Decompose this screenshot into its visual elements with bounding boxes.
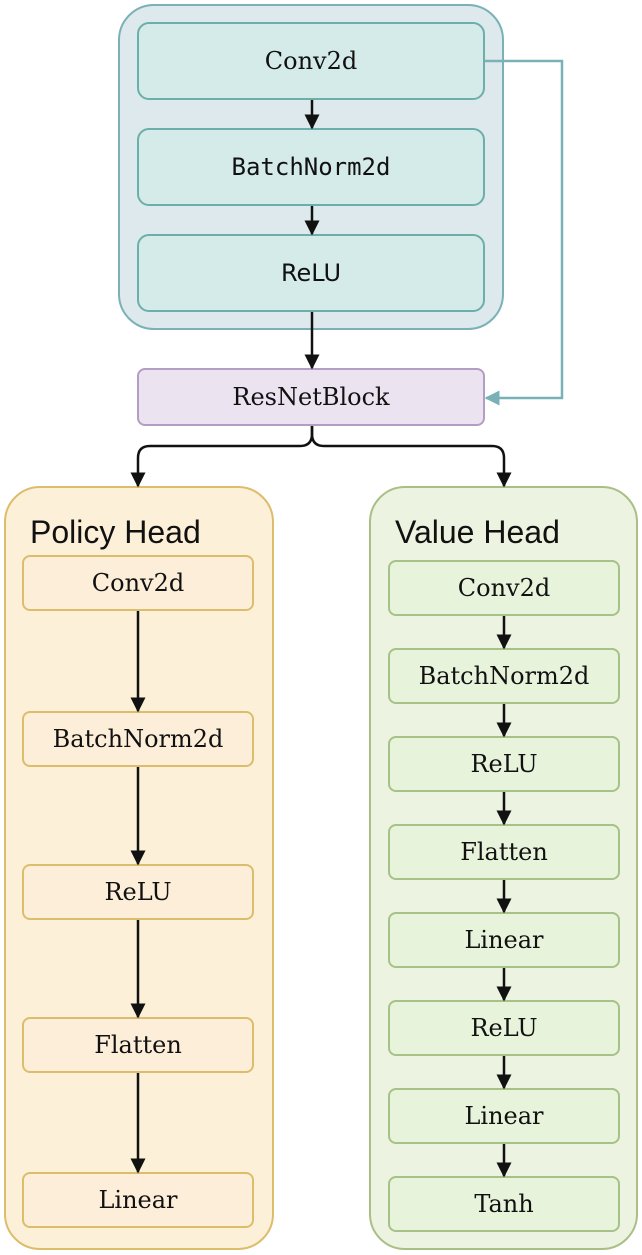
resblock-relu-node: ReLU: [137, 234, 485, 312]
value-linear-node: Linear: [388, 912, 620, 968]
policy-linear-node: Linear: [22, 1172, 254, 1228]
policy-relu-node: ReLU: [22, 864, 254, 920]
node-label: BatchNorm2d: [418, 662, 590, 690]
node-label: ReLU: [470, 750, 538, 778]
policy-conv2d-node: Conv2d: [22, 555, 254, 611]
policy-flatten-node: Flatten: [22, 1017, 254, 1073]
node-label: BatchNorm2d: [52, 725, 224, 753]
node-label: Tanh: [474, 1190, 534, 1218]
node-label: Linear: [464, 926, 544, 954]
arrow-to-value-head: [310, 426, 512, 488]
node-label: Linear: [98, 1186, 178, 1214]
value-relu2-node: ReLU: [388, 1000, 620, 1056]
node-label: Conv2d: [457, 574, 551, 602]
node-label: ReLU: [470, 1014, 538, 1042]
value-head-title: Value Head: [395, 514, 560, 550]
value-conv2d-node: Conv2d: [388, 560, 620, 616]
node-label: Flatten: [94, 1031, 182, 1059]
resblock-batchnorm2d-node: BatchNorm2d: [137, 128, 485, 206]
policy-batchnorm2d-node: BatchNorm2d: [22, 711, 254, 767]
resnetblock-node: ResNetBlock: [137, 368, 485, 426]
value-tanh-node: Tanh: [388, 1176, 620, 1232]
node-label: Linear: [464, 1102, 544, 1130]
node-label: ResNetBlock: [232, 383, 390, 411]
node-label: Flatten: [460, 838, 548, 866]
policy-head-title: Policy Head: [30, 514, 201, 550]
node-label: ReLU: [104, 878, 172, 906]
value-flatten-node: Flatten: [388, 824, 620, 880]
node-label: Conv2d: [91, 569, 185, 597]
node-label: BatchNorm2d: [231, 153, 391, 181]
value-batchnorm2d-node: BatchNorm2d: [388, 648, 620, 704]
value-linear2-node: Linear: [388, 1088, 620, 1144]
resblock-conv2d-node: Conv2d: [137, 22, 485, 100]
arrow-to-policy-head: [130, 426, 314, 488]
node-label: Conv2d: [264, 47, 358, 75]
node-label: ReLU: [280, 259, 342, 287]
value-relu-node: ReLU: [388, 736, 620, 792]
